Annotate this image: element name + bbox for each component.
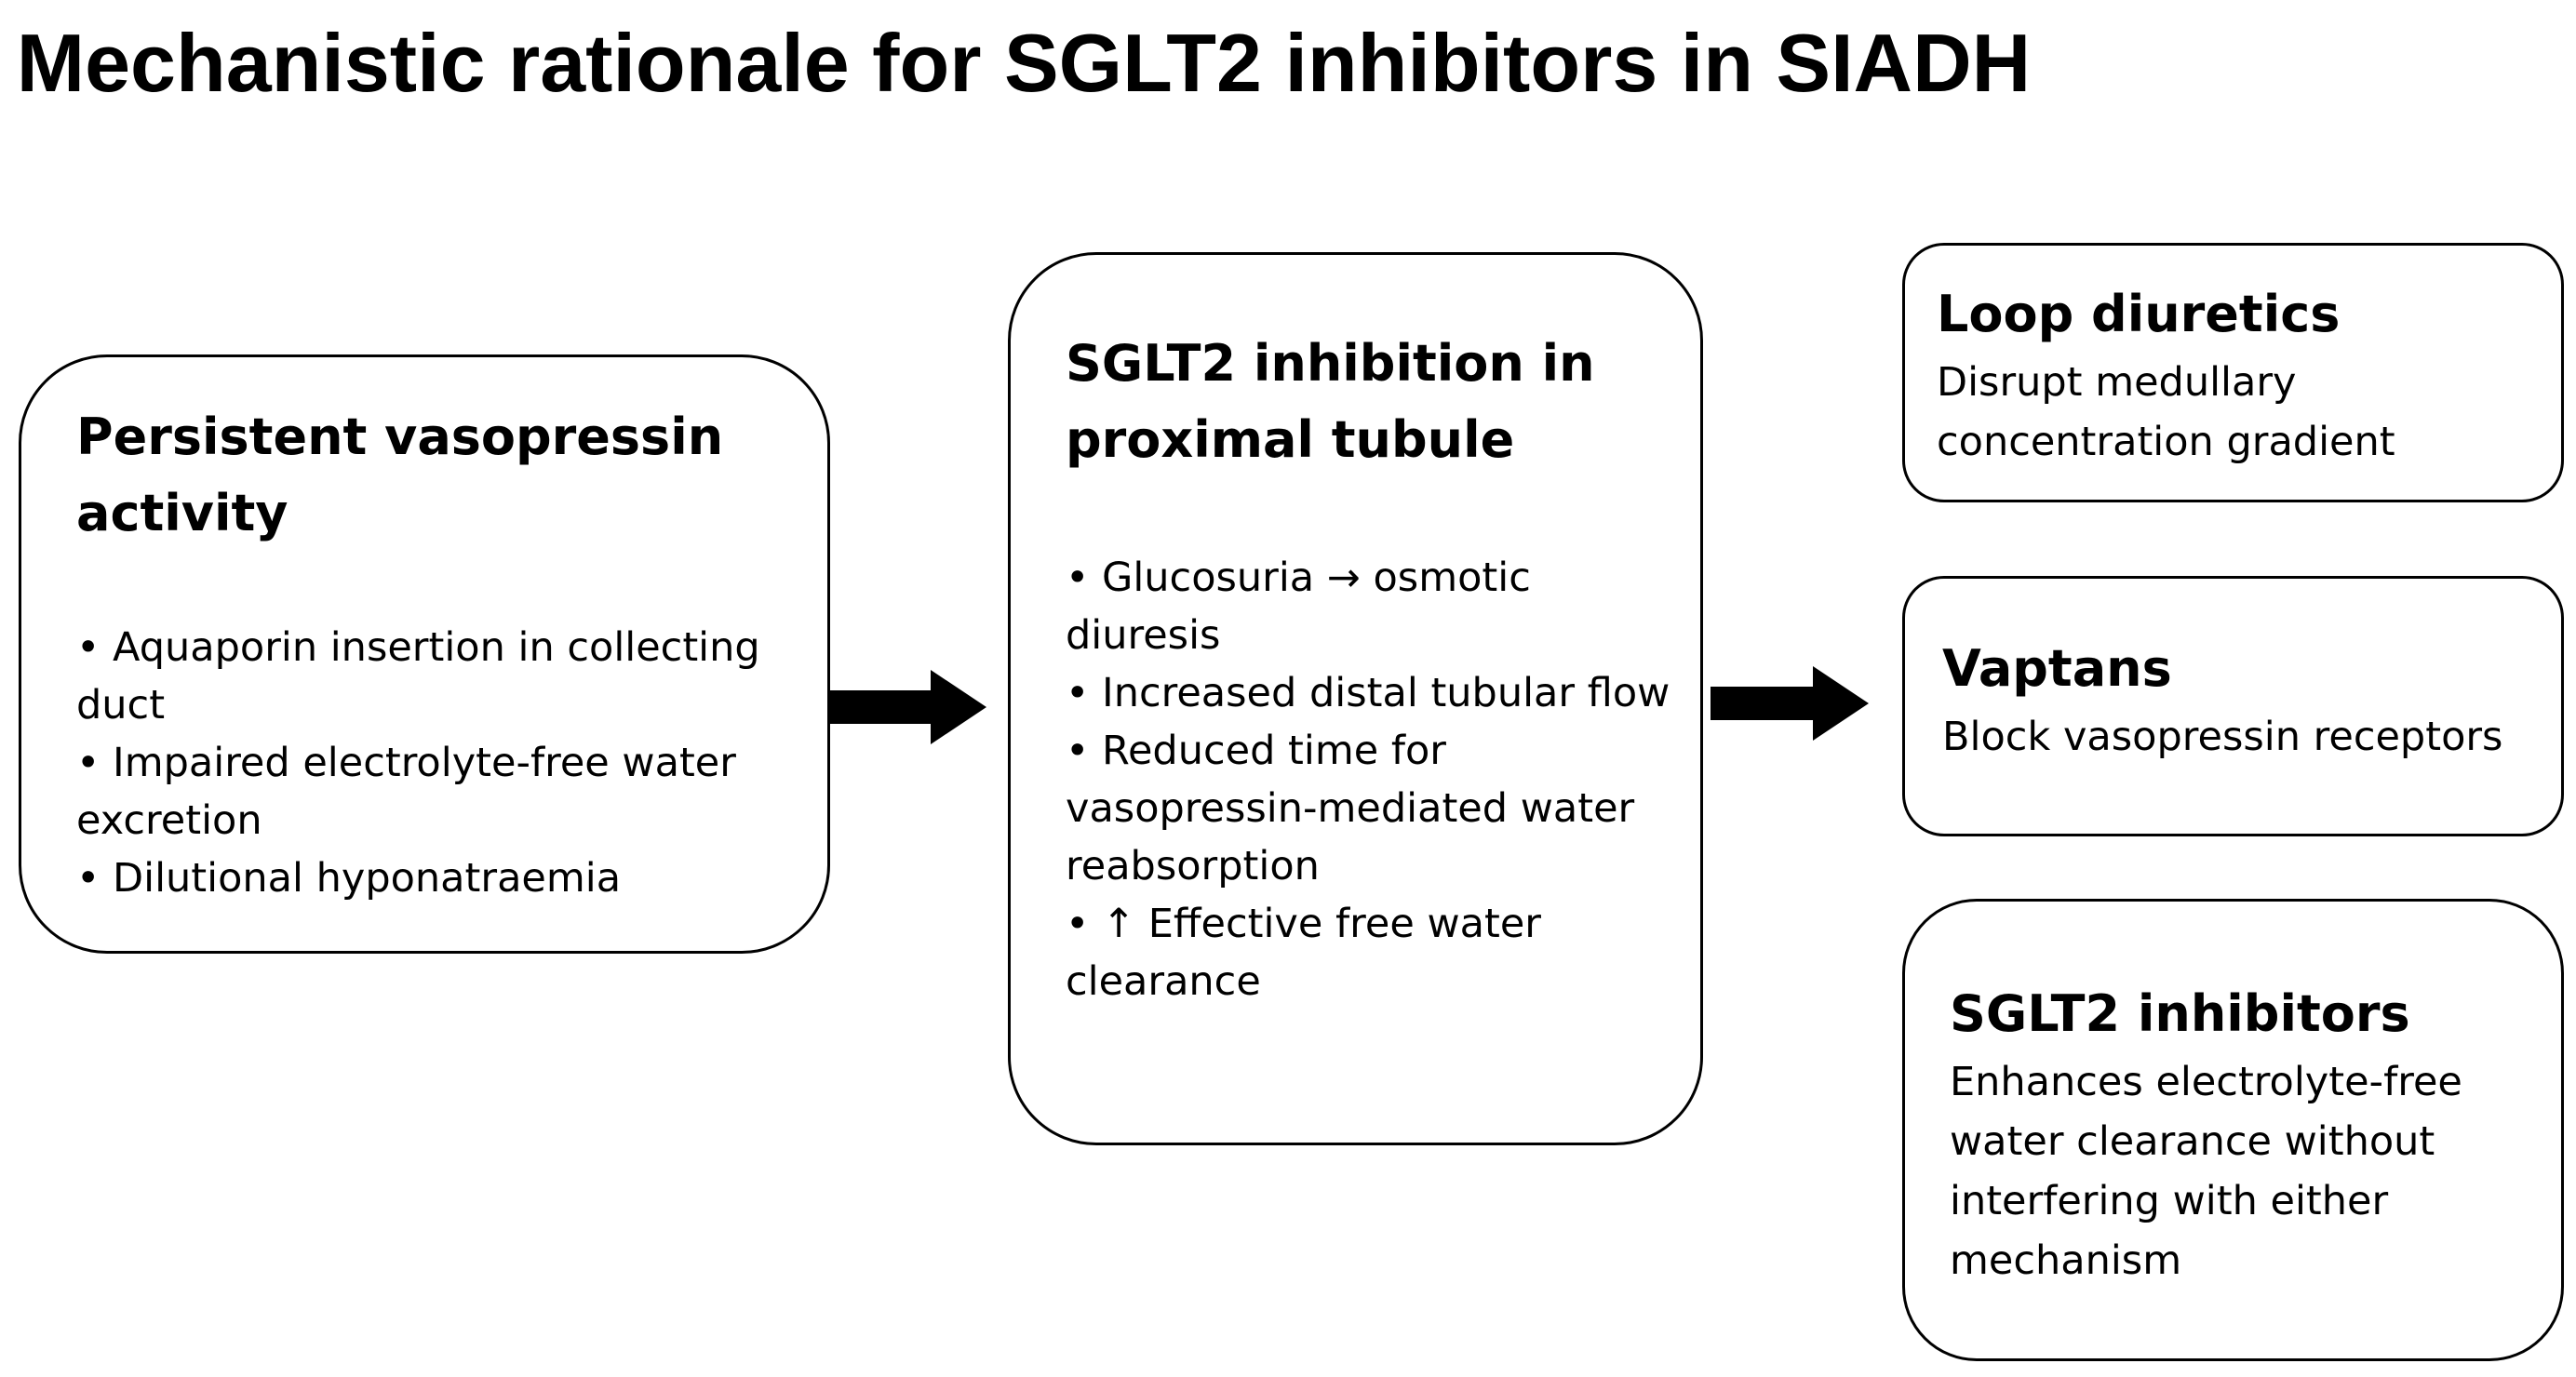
bullet-item: • Dilutional hyponatraemia [76,855,622,902]
box-heading: SGLT2 inhibitors [1950,984,2410,1043]
sglt2-inhibitors-box: SGLT2 inhibitors Enhances electrolyte-fr… [1902,899,2564,1361]
vaptans-box: Vaptans Block vasopressin receptors [1902,576,2564,836]
box-description: Block vasopressin receptors [1942,714,2503,760]
bullet-item: • Reduced time for vasopressin-mediated … [1066,728,1635,889]
box-heading: Loop diuretics [1937,285,2341,343]
diagram-title: Mechanistic rationale for SGLT2 inhibito… [16,17,2032,109]
bullet-item: • Impaired electrolyte-free water excret… [76,740,736,844]
bullet-list: • Aquaporin insertion in collecting duct… [76,619,790,907]
bullet-list: • Glucosuria → osmotic diuresis • Increa… [1066,549,1672,1010]
bullet-item: • Aquaporin insertion in collecting duct [76,624,760,729]
right-arrow-icon [1711,666,1869,741]
box-heading: SGLT2 inhibition in proximal tubule [1066,334,1595,469]
bullet-item: • ↑ Effective free water clearance [1066,901,1541,1005]
box-description: Disrupt medullary concentration gradient [1937,359,2395,465]
box-description: Enhances electrolyte-free water clearanc… [1950,1059,2462,1284]
sglt2-inhibition-box: SGLT2 inhibition in proximal tubule • Gl… [1008,252,1703,1145]
persistent-vasopressin-box: Persistent vasopressin activity • Aquapo… [19,354,830,954]
box-heading: Vaptans [1942,639,2172,698]
loop-diuretics-box: Loop diuretics Disrupt medullary concent… [1902,243,2564,502]
bullet-item: • Increased distal tubular flow [1066,670,1670,716]
box-heading: Persistent vasopressin activity [76,408,724,542]
bullet-item: • Glucosuria → osmotic diuresis [1066,555,1531,659]
right-arrow-icon [828,670,986,744]
